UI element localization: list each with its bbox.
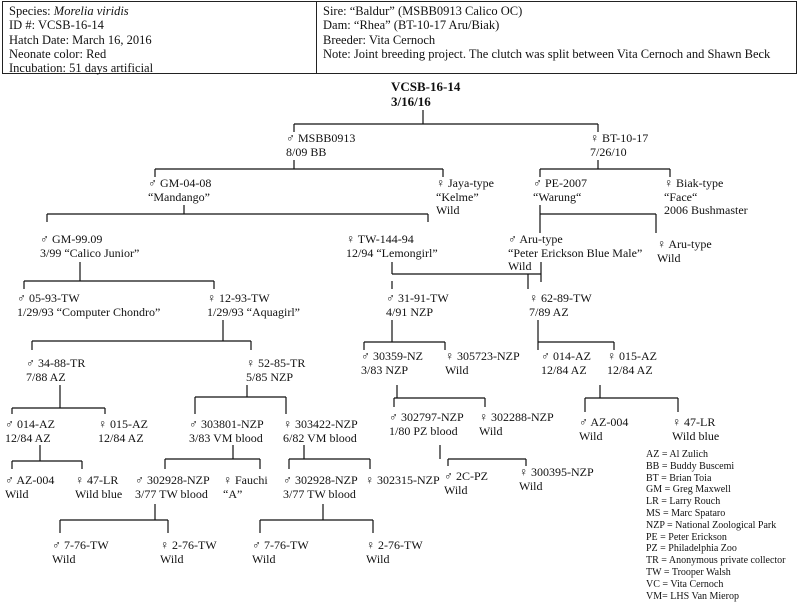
- legend-item: BT = Brian Toia: [646, 472, 712, 484]
- line-az014a: [11, 445, 83, 469]
- node-pe-2007: ♂ PE-2007“Warung“: [533, 176, 587, 204]
- abbreviation-legend: AZ = Al Zulich BB = Buddy Buscemi BT = B…: [646, 449, 786, 602]
- line-tw3191: [363, 320, 446, 350]
- line-az015b: [584, 385, 679, 412]
- sire-line: Sire: “Baldur” (MSBB0913 Calico OC): [323, 4, 523, 18]
- node-biak-type: ♀ Biak-type“Face“2006 Bushmaster: [664, 176, 748, 217]
- legend-item: GM = Greg Maxwell: [646, 484, 731, 496]
- line-tr5285: [194, 385, 287, 414]
- legend-item: MS = Marc Spataro: [646, 507, 726, 519]
- hatch-date-line: Hatch Date: March 16, 2016: [9, 32, 152, 47]
- header-divider: [316, 2, 317, 73]
- legend-item: LR = Larry Rouch: [646, 496, 721, 508]
- node-aru-type-male: ♂ Aru-type“Peter Erickson Blue Male”Wild: [508, 232, 643, 273]
- line-pe2007: [539, 205, 657, 233]
- dam-line: Dam: “Rhea” (BT-10-17 Aru/Biak): [323, 18, 500, 33]
- legend-item: VM= LHS Van Mierop: [646, 590, 739, 602]
- breeder-line: Breeder: Vita Cernoch: [323, 32, 436, 47]
- line-bt1017: [539, 160, 671, 177]
- line-gm9909: [23, 262, 215, 289]
- legend-item: NZP = National Zoological Park: [646, 519, 777, 531]
- line-tw14494: [391, 262, 542, 289]
- line-tr3488: [11, 385, 106, 414]
- line-gm0408: [46, 205, 429, 222]
- line-nzp302797: [439, 445, 527, 466]
- line-root: [293, 110, 599, 132]
- neonate-color-line: Neonate color: Red: [9, 46, 107, 61]
- node-fauchi: ♀ Fauchi“A”: [223, 473, 268, 501]
- header-right: Sire: “Baldur” (MSBB0913 Calico OC) Dam:…: [323, 4, 770, 61]
- header-box: Species: Morelia viridis ID #: VCSB-16-1…: [2, 1, 797, 75]
- species-line: Species: Morelia viridis: [9, 4, 129, 18]
- legend-item: PE = Peter Erickson: [646, 531, 727, 543]
- line-tw1293: [31, 320, 252, 350]
- note-line: Note: Joint breeding project. The clutch…: [323, 46, 771, 61]
- node-302315-nzp: ♀ 302315-NZP: [365, 473, 440, 487]
- node-jaya-type: ♀ Jaya-type“Kelme”Wild: [436, 176, 494, 217]
- line-nzp302928a: [59, 504, 169, 533]
- species-value: Morelia viridis: [53, 4, 129, 18]
- line-nzp303422: [288, 445, 371, 469]
- legend-item: PZ = Philadelphia Zoo: [646, 543, 737, 555]
- legend-item: VC = Vita Cernoch: [646, 578, 724, 590]
- node-gm-04-08: ♂ GM-04-08“Mandango”: [148, 176, 212, 204]
- line-msbb0913: [154, 160, 444, 177]
- header-left: Species: Morelia viridis ID #: VCSB-16-1…: [9, 4, 153, 75]
- legend-item: BB = Buddy Buscemi: [646, 460, 735, 472]
- line-nzp303801: [164, 445, 261, 469]
- legend-item: TR = Anonymous private collector: [646, 555, 786, 567]
- legend-item: TW = Trooper Walsh: [646, 566, 731, 578]
- line-nz30359: [393, 385, 486, 407]
- incubation-line: Incubation: 51 days artificial: [9, 61, 154, 76]
- line-tw6289: [537, 320, 615, 350]
- id-line: ID #: VCSB-16-14: [9, 18, 104, 33]
- line-nzp302928b: [259, 504, 374, 533]
- legend-item: AZ = Al Zulich: [646, 449, 709, 460]
